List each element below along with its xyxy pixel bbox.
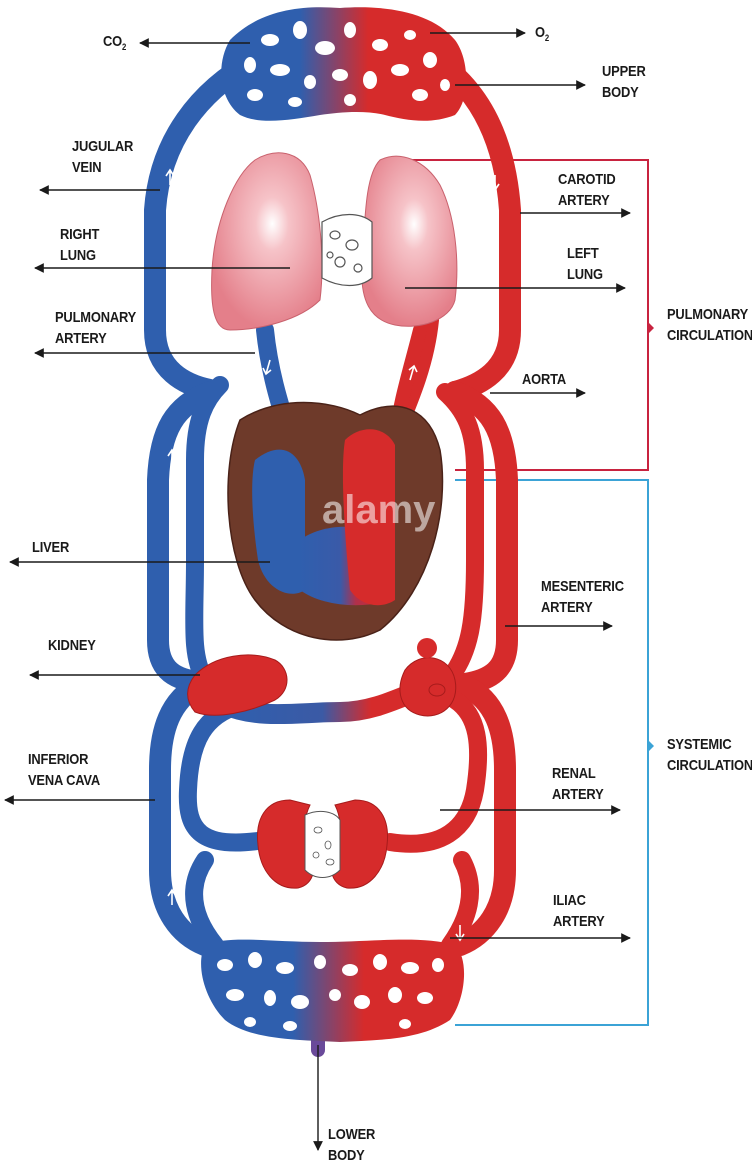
- aorta-label: AORTA: [522, 369, 566, 390]
- aorta-descending: [444, 381, 518, 695]
- kidney-label: KIDNEY: [48, 635, 96, 656]
- inner-vein-loop-1: [185, 376, 229, 689]
- left-lung-line-2: LUNG: [567, 266, 603, 283]
- pulmonary-artery-line-2: ARTERY: [55, 330, 107, 347]
- renal-artery-line-2: ARTERY: [552, 786, 604, 803]
- lower-aorta: [449, 675, 516, 956]
- o2-label: O2: [535, 22, 549, 45]
- inner-vein-loop-3: [185, 851, 224, 954]
- upper-capillary-bed: [221, 7, 467, 121]
- gut-vessel: [215, 680, 430, 725]
- inferior-vena-cava-label: INFERIOR VENA CAVA: [28, 749, 100, 791]
- carotid-artery: [424, 49, 521, 403]
- lower-body-line-2: BODY: [328, 1147, 365, 1164]
- renal-artery-label: RENAL ARTERY: [552, 763, 604, 805]
- gut-organ: [399, 638, 457, 717]
- right-lung-line-1: RIGHT: [60, 226, 100, 243]
- systemic-circulation-line-1: SYSTEMIC: [667, 736, 732, 753]
- upper-body-line-1: UPPER: [602, 63, 646, 80]
- flow-arrows: [165, 168, 500, 942]
- jugular-vein-line-2: VEIN: [72, 159, 102, 176]
- inner-artery-loop-1: [436, 383, 484, 684]
- co2-main: CO: [103, 33, 123, 50]
- left-lung-shape: [361, 155, 458, 327]
- jugular-vein: [144, 49, 266, 401]
- pulmonary-circulation-line-2: CIRCULATION: [667, 327, 752, 344]
- inner-artery-loop-2: [381, 691, 488, 853]
- inferior-vena-cava: [149, 673, 216, 956]
- systemic-circulation-line-2: CIRCULATION: [667, 757, 752, 774]
- upper-body-line-2: BODY: [602, 84, 639, 101]
- inner-vein-loop-2: [178, 696, 274, 852]
- liver-organ: [187, 654, 288, 716]
- right-lung-line-2: LUNG: [60, 247, 96, 264]
- lungs: [211, 152, 458, 331]
- mesenteric-artery-label: MESENTERIC ARTERY: [541, 576, 624, 618]
- liver-text: LIVER: [32, 539, 70, 556]
- kidney-text: KIDNEY: [48, 637, 96, 654]
- pulmonary-circulation-line-1: PULMONARY: [667, 306, 749, 323]
- co2-subscript: 2: [122, 42, 127, 52]
- trachea: [321, 213, 373, 287]
- right-lung-shape: [211, 152, 323, 331]
- jugular-vein-label: JUGULAR VEIN: [72, 136, 133, 178]
- pulmonary-artery-label: PULMONARY ARTERY: [55, 307, 136, 349]
- carotid-artery-line-1: CAROTID: [558, 171, 616, 188]
- iliac-artery-line-2: ARTERY: [553, 913, 605, 930]
- pulmonary-circulation-bracket: [405, 159, 654, 471]
- carotid-artery-line-2: ARTERY: [558, 192, 610, 209]
- heart: [227, 401, 444, 641]
- vessels: [144, 49, 521, 1057]
- lower-body-label: LOWER BODY: [328, 1124, 375, 1166]
- liver-label: LIVER: [32, 537, 69, 558]
- right-lung-label: RIGHT LUNG: [60, 224, 99, 266]
- o2-main: O: [535, 24, 545, 41]
- inferior-vena-cava-line-2: VENA CAVA: [28, 772, 101, 789]
- mesenteric-artery-line-1: MESENTERIC: [541, 578, 624, 595]
- carotid-artery-label: CAROTID ARTERY: [558, 169, 616, 211]
- mesenteric-artery-line-2: ARTERY: [541, 599, 593, 616]
- o2-subscript: 2: [544, 33, 550, 43]
- pulmonary-circulation-label: PULMONARY CIRCULATION: [667, 304, 752, 346]
- systemic-circulation-bracket: [455, 479, 654, 1026]
- pointer-lines: [4, 28, 631, 1151]
- inferior-vena-cava-line-1: INFERIOR: [28, 751, 89, 768]
- pulmonary-artery-line-1: PULMONARY: [55, 309, 137, 326]
- renal-artery-line-1: RENAL: [552, 765, 596, 782]
- iliac-artery-label: ILIAC ARTERY: [553, 890, 605, 932]
- iliac-artery-line-1: ILIAC: [553, 892, 586, 909]
- vena-cava-upper-loop: [147, 381, 221, 693]
- upper-body-label: UPPER BODY: [602, 61, 646, 103]
- lower-body-line-1: LOWER: [328, 1126, 376, 1143]
- kidneys: [256, 799, 389, 889]
- aorta-text: AORTA: [522, 371, 567, 388]
- left-lung-label: LEFT LUNG: [567, 243, 603, 285]
- left-lung-line-1: LEFT: [567, 245, 599, 262]
- lower-capillary-bed: [201, 939, 465, 1042]
- systemic-circulation-label: SYSTEMIC CIRCULATION: [667, 734, 752, 776]
- co2-label: CO2: [103, 31, 126, 54]
- jugular-vein-line-1: JUGULAR: [72, 138, 134, 155]
